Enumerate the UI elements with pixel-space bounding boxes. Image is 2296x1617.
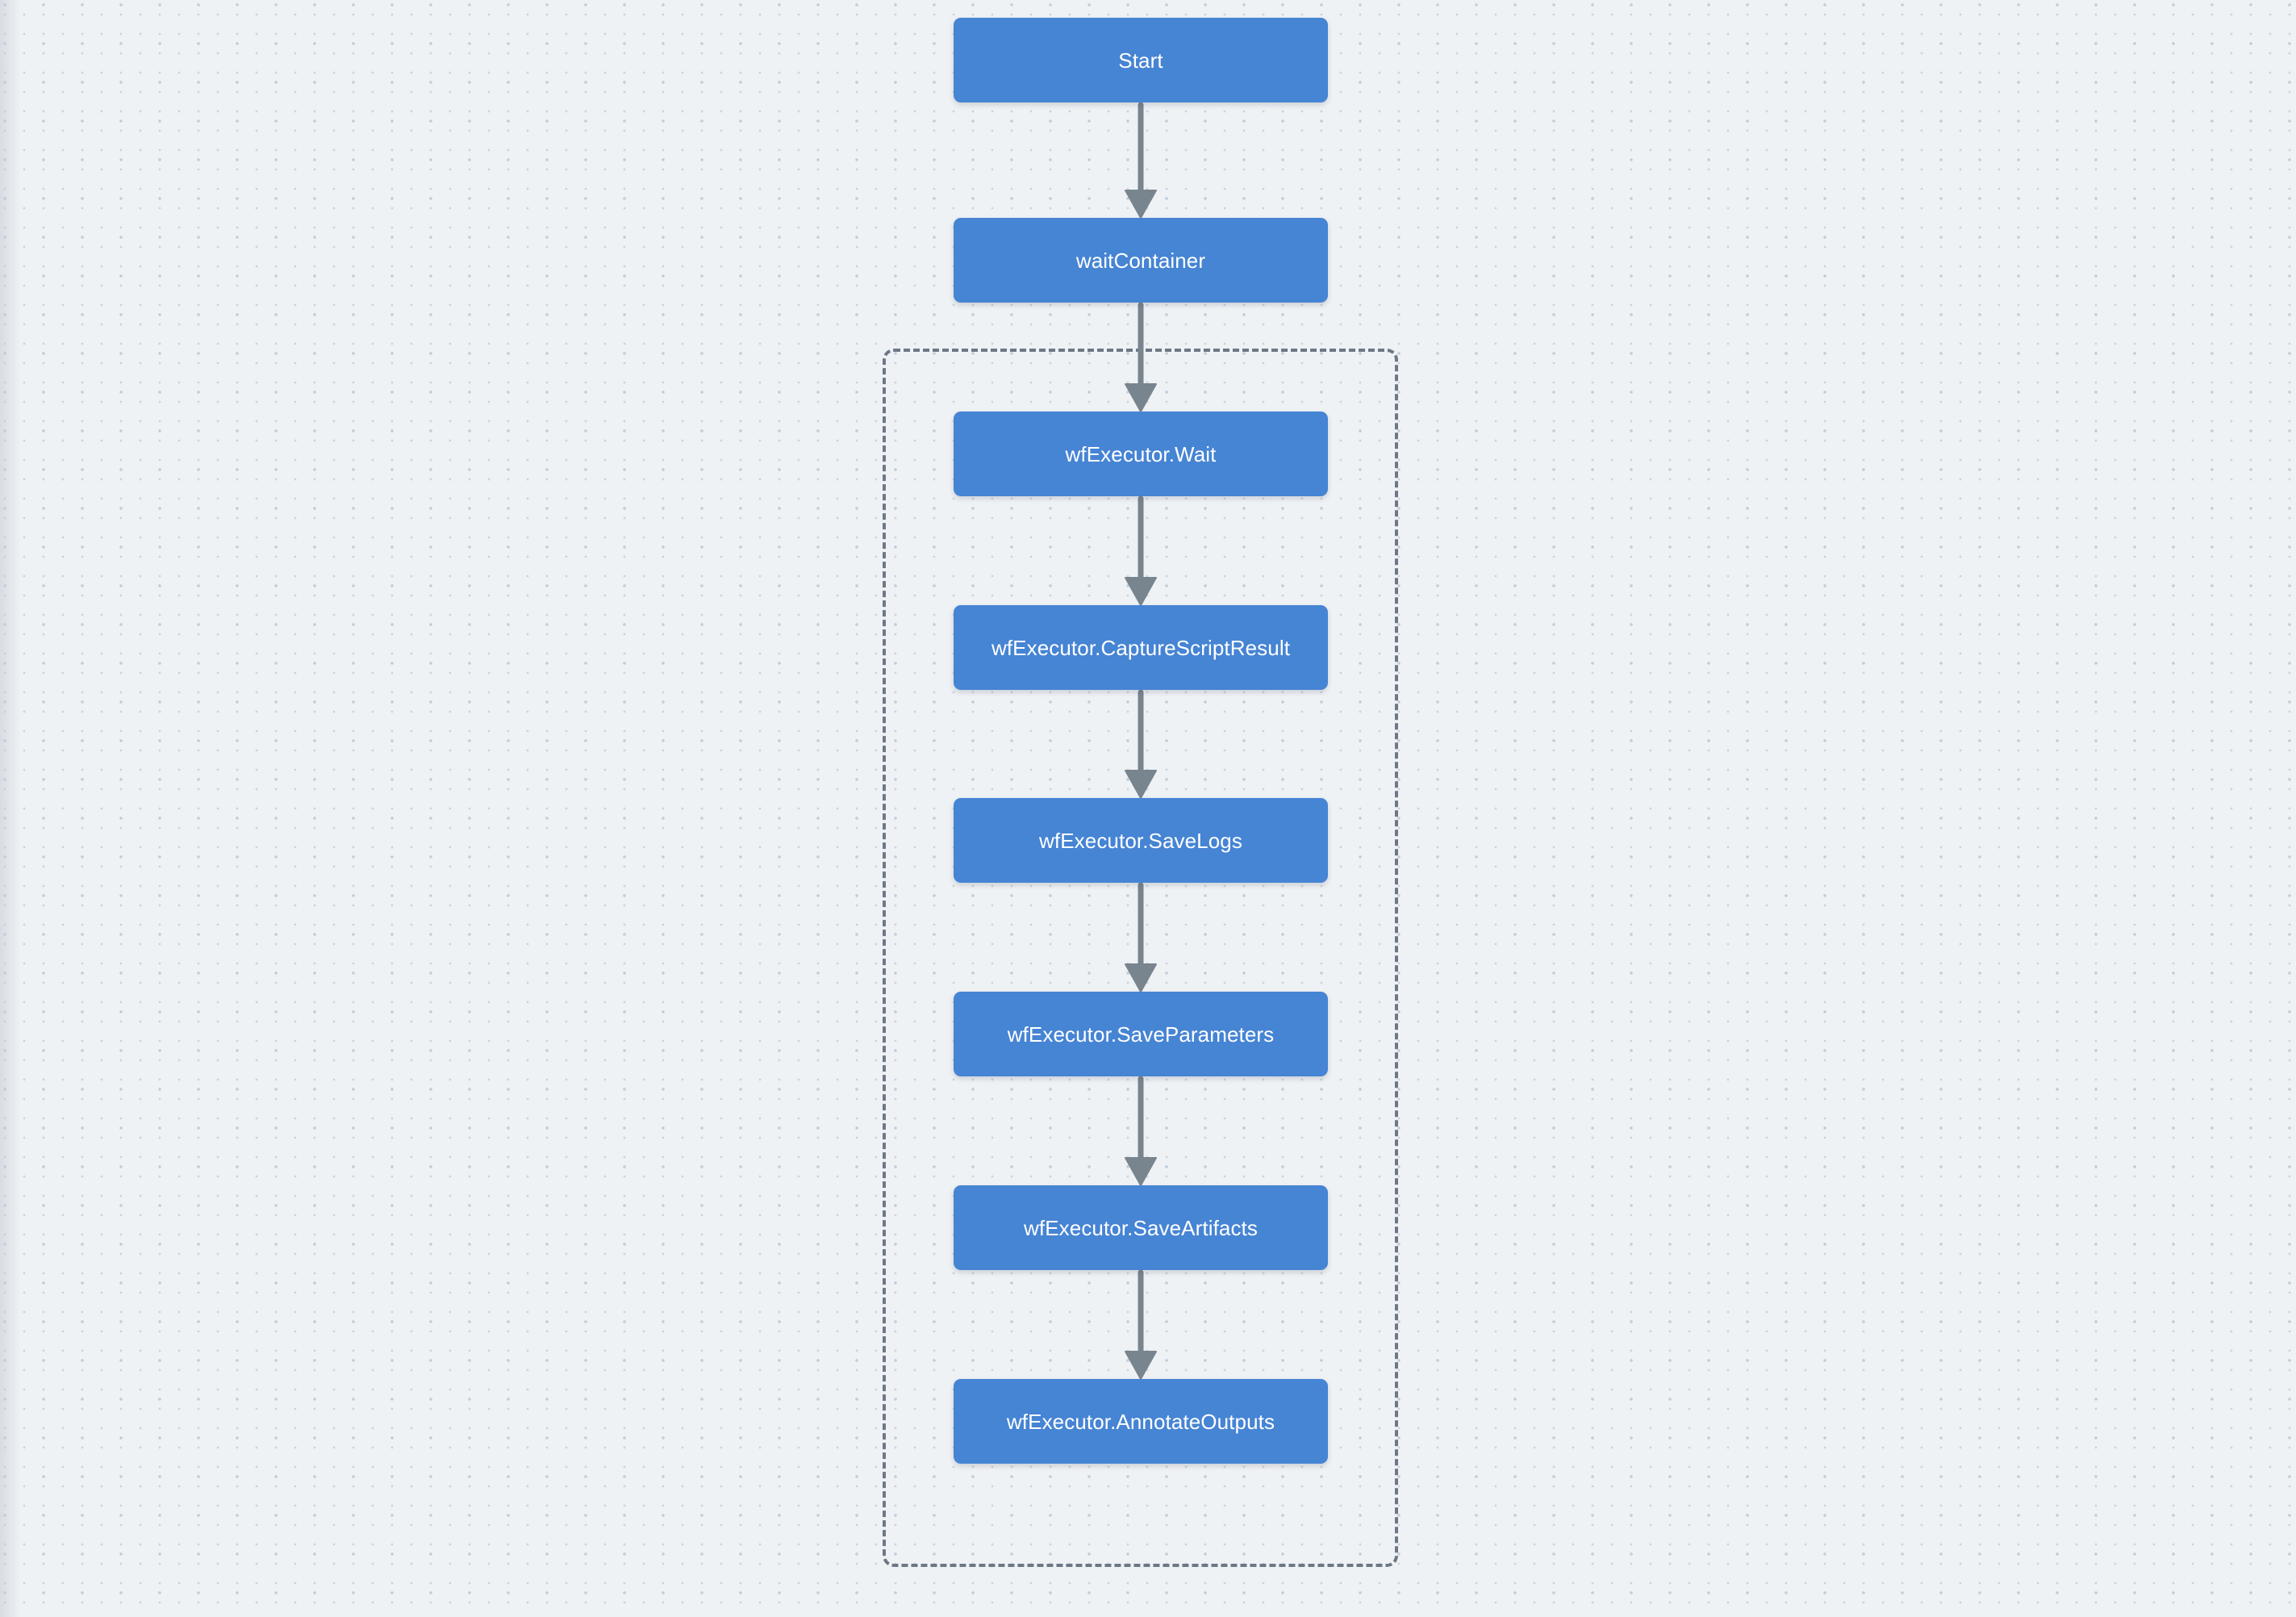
- node-label: wfExecutor.SaveLogs: [1039, 828, 1242, 853]
- node-label: wfExecutor.CaptureScriptResult: [991, 635, 1291, 660]
- node-label: wfExecutor.AnnotateOutputs: [1006, 1409, 1275, 1434]
- node-label: waitContainer: [1075, 248, 1206, 273]
- workflow-node-start[interactable]: Start: [954, 18, 1328, 102]
- node-label: wfExecutor.SaveParameters: [1007, 1022, 1275, 1047]
- workflow-node-saveLogs[interactable]: wfExecutor.SaveLogs: [954, 798, 1328, 883]
- node-label: wfExecutor.Wait: [1065, 441, 1217, 466]
- workflow-node-saveParameters[interactable]: wfExecutor.SaveParameters: [954, 992, 1328, 1076]
- workflow-node-waitContainer[interactable]: waitContainer: [954, 218, 1328, 303]
- workflow-node-annotateOutputs[interactable]: wfExecutor.AnnotateOutputs: [954, 1379, 1328, 1464]
- node-label: wfExecutor.SaveArtifacts: [1024, 1215, 1258, 1240]
- workflow-node-wait[interactable]: wfExecutor.Wait: [954, 412, 1328, 496]
- workflow-node-captureScriptResult[interactable]: wfExecutor.CaptureScriptResult: [954, 605, 1328, 690]
- node-label: Start: [1118, 48, 1163, 73]
- workflow-node-saveArtifacts[interactable]: wfExecutor.SaveArtifacts: [954, 1185, 1328, 1270]
